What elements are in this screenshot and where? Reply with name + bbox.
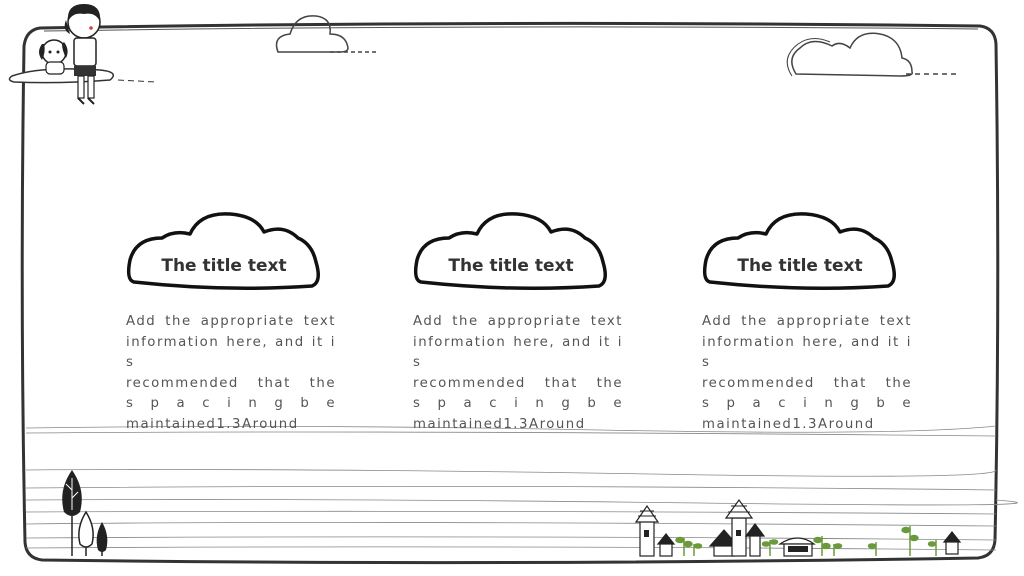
- column-body-text: Add the appropriate text information her…: [413, 312, 623, 435]
- body-line: recommended that the: [702, 375, 912, 391]
- body-line: s p a c i n g b e: [126, 396, 336, 411]
- ground-lines: [25, 425, 1018, 551]
- column-title: The title text: [448, 256, 574, 276]
- body-line: information here, and it is: [702, 334, 912, 371]
- cloud-outline-icon: [126, 212, 320, 290]
- content-column-3: The title text Add the appropriate text …: [702, 210, 912, 435]
- body-line: recommended that the: [413, 375, 623, 391]
- cloud-title-badge: The title text: [413, 210, 609, 294]
- body-line: information here, and it is: [126, 334, 336, 371]
- cloud-title-badge: The title text: [126, 210, 322, 294]
- column-body-text: Add the appropriate text information her…: [126, 312, 336, 435]
- body-line: maintained1.3Around: [702, 416, 875, 432]
- trees-illustration: [62, 470, 108, 556]
- cloud-title-badge: The title text: [702, 210, 898, 294]
- content-column-1: The title text Add the appropriate text …: [126, 210, 336, 435]
- cloud-icon: [786, 32, 960, 77]
- body-line: information here, and it is: [413, 334, 623, 371]
- body-line: Add the appropriate text: [413, 314, 623, 329]
- body-line: s p a c i n g b e: [702, 396, 912, 411]
- body-line: Add the appropriate text: [126, 314, 336, 329]
- cloud-icon: [275, 15, 378, 53]
- content-column-2: The title text Add the appropriate text …: [413, 210, 623, 435]
- girl-and-dog-illustration: [8, 4, 157, 105]
- body-line: s p a c i n g b e: [413, 396, 623, 411]
- frame-border: [20, 21, 1000, 565]
- cloud-outline-icon: [702, 212, 896, 290]
- body-line: maintained1.3Around: [413, 416, 586, 432]
- body-line: Add the appropriate text: [702, 314, 912, 329]
- frame-border-inner: [43, 26, 979, 32]
- column-title: The title text: [161, 256, 287, 276]
- body-line: maintained1.3Around: [126, 416, 299, 432]
- village-houses-illustration: [634, 498, 962, 557]
- column-title: The title text: [737, 256, 863, 276]
- cloud-outline-icon: [413, 212, 607, 290]
- column-body-text: Add the appropriate text information her…: [702, 312, 912, 435]
- body-line: recommended that the: [126, 375, 336, 391]
